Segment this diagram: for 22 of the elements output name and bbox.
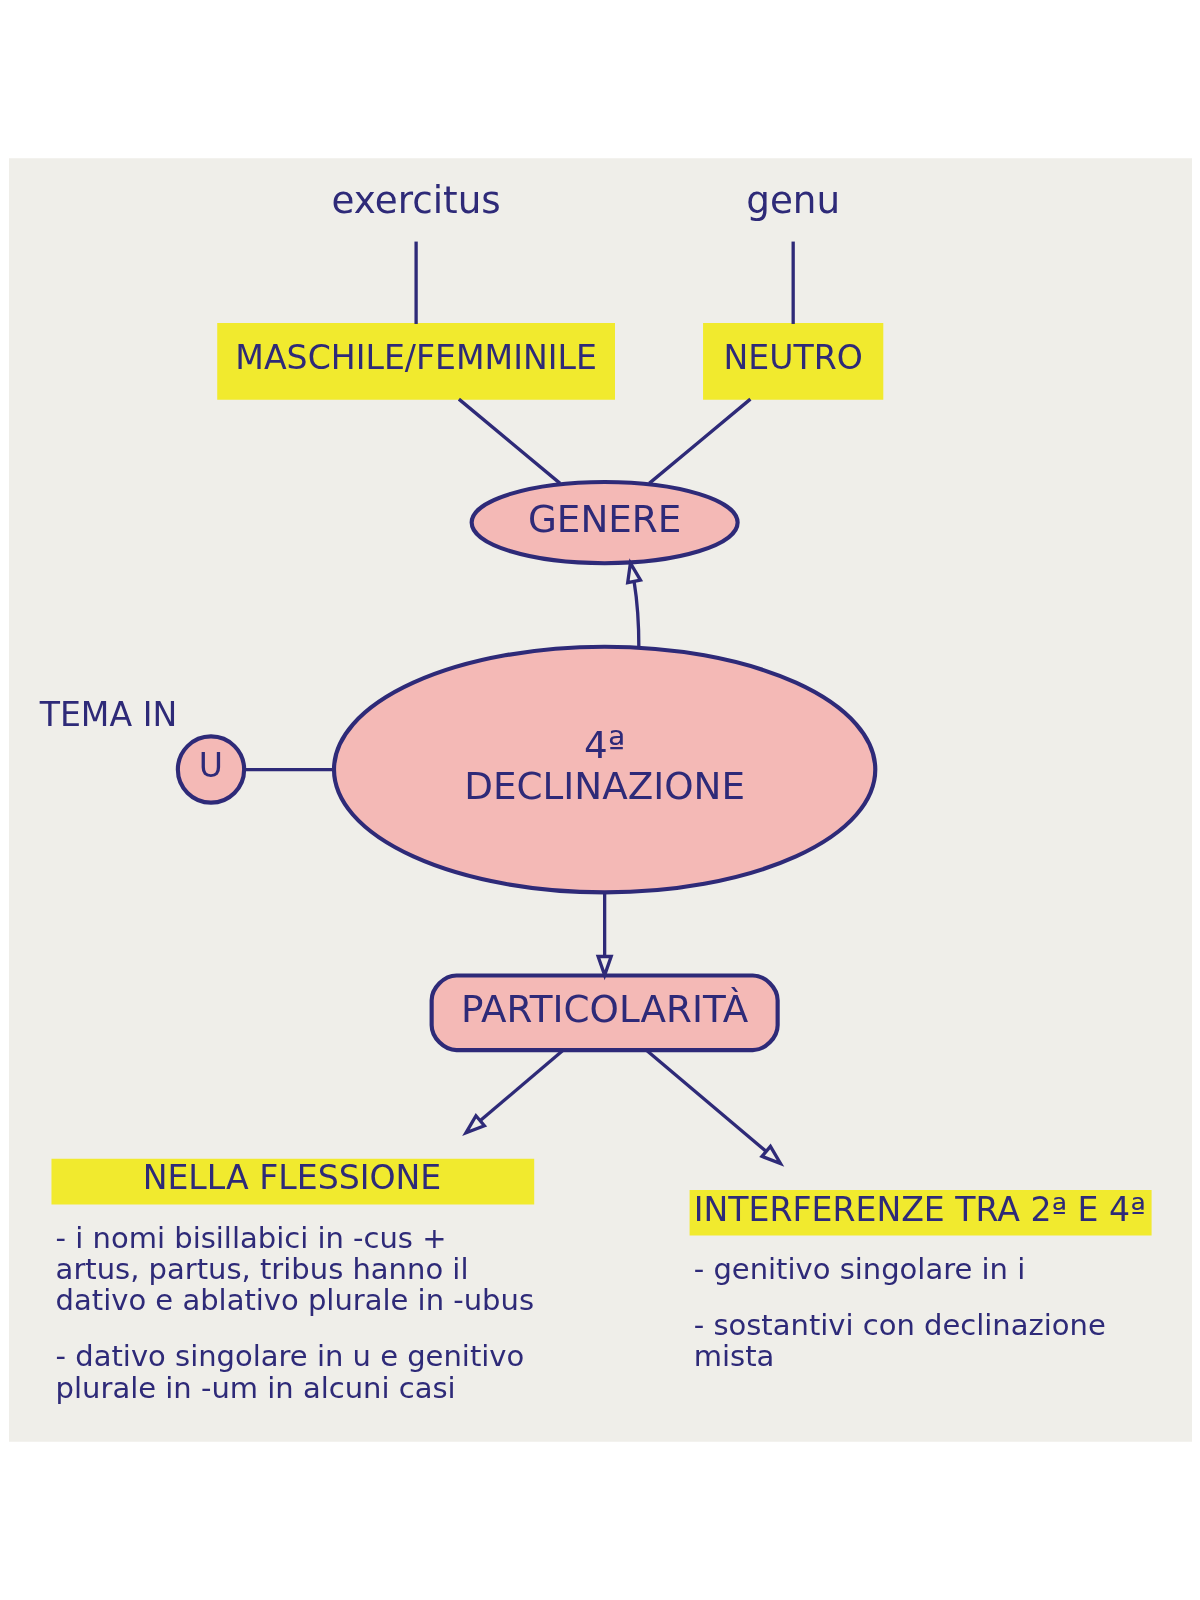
- node-box: NEUTRO: [702, 323, 883, 400]
- node-ellipse: GENERE: [469, 479, 740, 566]
- arrow: [625, 558, 643, 648]
- connector: [413, 241, 418, 324]
- connector: [457, 397, 561, 485]
- node-box: MASCHILE/FEMMINILE: [216, 323, 615, 400]
- connector: [791, 241, 795, 324]
- arrow: [595, 893, 613, 981]
- node-ellipse: 4ª DECLINAZIONE: [331, 644, 877, 895]
- node-text: genu: [745, 178, 840, 223]
- node-text: exercitus: [331, 178, 501, 223]
- node-label: - sostantivi con declinazione mista: [693, 1308, 1106, 1374]
- connector: [647, 397, 751, 485]
- node-label: - genitivo singolare in i: [693, 1252, 1025, 1287]
- node-box: NELLA FLESSIONE: [50, 1158, 534, 1205]
- node-box: INTERFERENZE TRA 2ª E 4ª: [689, 1189, 1152, 1236]
- node-box: PARTICOLARITÀ: [429, 973, 780, 1053]
- node-label: - i nomi bisillabici in -cus + artus, partus, tribus hanno il dativo e ablativo plurale in -ubus: [55, 1221, 534, 1318]
- node-circle: U: [175, 734, 246, 805]
- connector: [244, 767, 333, 772]
- node-label: TEMA IN: [39, 694, 177, 734]
- node-label: - dativo singolare in u e genitivo plurale in -um in alcuni casi: [55, 1339, 524, 1405]
